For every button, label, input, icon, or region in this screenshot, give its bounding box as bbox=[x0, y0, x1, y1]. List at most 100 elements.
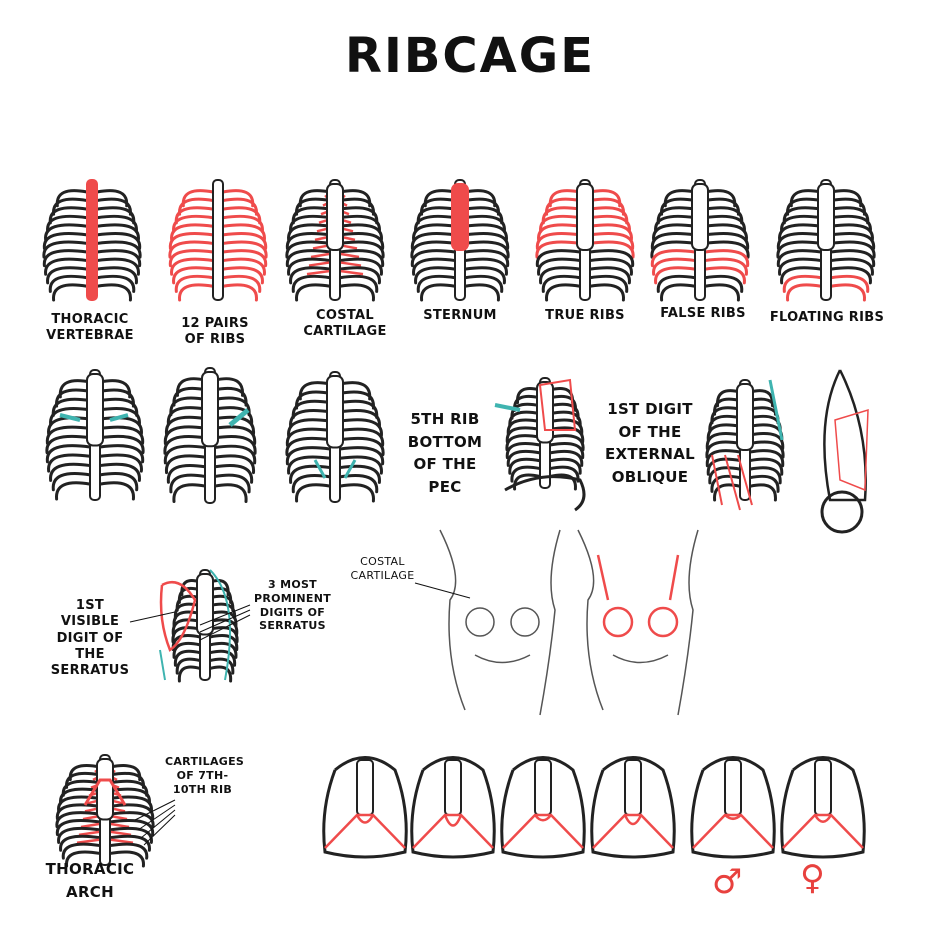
rib bbox=[829, 266, 872, 285]
thorax-oval-5 bbox=[690, 756, 776, 859]
rib bbox=[748, 431, 785, 451]
rib bbox=[778, 257, 823, 276]
rib bbox=[95, 214, 138, 233]
rib bbox=[221, 274, 262, 293]
rib bbox=[174, 274, 215, 293]
rib bbox=[705, 440, 742, 459]
rib bbox=[506, 418, 542, 436]
sternum bbox=[96, 758, 114, 821]
rib bbox=[108, 850, 145, 868]
rib bbox=[338, 427, 385, 447]
rib bbox=[95, 274, 136, 293]
breast bbox=[602, 606, 634, 638]
rib bbox=[289, 266, 332, 285]
latissimus-outline bbox=[159, 569, 231, 681]
rib bbox=[748, 466, 782, 485]
rib bbox=[46, 214, 89, 233]
rib bbox=[703, 214, 746, 233]
rib bbox=[338, 231, 385, 251]
rib bbox=[588, 266, 631, 285]
costal-cartilage bbox=[76, 838, 100, 844]
label-false-ribs: FALSE RIBS bbox=[660, 306, 746, 321]
rib bbox=[703, 249, 750, 268]
ribcage-thoracic-arch bbox=[55, 754, 155, 868]
teal-arrow-icon bbox=[228, 408, 250, 427]
costal-cartilage bbox=[340, 252, 360, 259]
rib bbox=[98, 416, 143, 436]
leader-line bbox=[414, 582, 471, 599]
thoracic-arch bbox=[83, 778, 127, 806]
rib bbox=[98, 462, 141, 482]
rib bbox=[49, 462, 92, 482]
rib bbox=[108, 819, 155, 837]
rib bbox=[168, 231, 215, 251]
ribcage-outline bbox=[590, 756, 676, 859]
rib bbox=[213, 473, 251, 494]
rib bbox=[55, 819, 102, 837]
rib bbox=[829, 214, 872, 233]
ribcage-outline bbox=[500, 756, 586, 859]
rib bbox=[338, 240, 385, 259]
rib bbox=[49, 407, 92, 427]
rib bbox=[208, 610, 238, 628]
torso-side-profile bbox=[823, 369, 867, 502]
rib bbox=[213, 406, 254, 426]
rib bbox=[338, 446, 385, 466]
sternum bbox=[576, 183, 594, 251]
rib bbox=[654, 266, 697, 285]
ribcage-sternum bbox=[410, 179, 510, 302]
rib bbox=[778, 223, 823, 242]
rib bbox=[505, 426, 542, 444]
costal-cartilage bbox=[110, 814, 128, 821]
rib bbox=[98, 481, 135, 501]
rib bbox=[412, 223, 457, 242]
rib bbox=[652, 257, 697, 276]
rib bbox=[170, 257, 215, 276]
thoracic-arch-line bbox=[474, 654, 531, 664]
shoulder-contour bbox=[504, 475, 586, 512]
rib bbox=[535, 249, 582, 268]
rib bbox=[338, 257, 383, 276]
costal-arch bbox=[692, 813, 774, 849]
rib bbox=[44, 223, 89, 242]
rib bbox=[548, 442, 585, 460]
rib bbox=[291, 399, 332, 419]
rib bbox=[48, 274, 89, 293]
ribcage-side-view bbox=[163, 367, 257, 504]
rib bbox=[166, 406, 207, 426]
serratus-outline bbox=[768, 379, 784, 441]
rib bbox=[510, 465, 542, 483]
rib bbox=[338, 436, 385, 457]
rib bbox=[748, 449, 785, 468]
rib bbox=[420, 283, 457, 302]
label-costal-cartilage-torso: COSTAL CARTILAGE bbox=[350, 555, 415, 582]
label-sternum: STERNUM bbox=[423, 308, 497, 323]
label-floating-ribs: FLOATING RIBS bbox=[769, 310, 885, 325]
sternum bbox=[536, 381, 554, 444]
label-first-serratus-digit: 1ST VISIBLE DIGIT OF THE SERRATUS bbox=[50, 598, 130, 678]
rib bbox=[95, 231, 142, 251]
rib bbox=[414, 266, 457, 285]
sternum bbox=[814, 759, 832, 816]
rib bbox=[708, 466, 742, 485]
rib bbox=[98, 472, 139, 492]
rib bbox=[169, 473, 207, 494]
rib bbox=[650, 231, 697, 251]
sternum bbox=[201, 371, 219, 448]
label-12-pairs-of-ribs: 12 PAIRS OF RIBS bbox=[181, 316, 249, 348]
rib bbox=[537, 223, 582, 242]
rib bbox=[178, 283, 215, 302]
costal-arch bbox=[324, 813, 406, 849]
rib bbox=[652, 223, 697, 242]
rib bbox=[545, 283, 582, 302]
sternum bbox=[624, 759, 642, 816]
sternum bbox=[444, 759, 462, 816]
rib bbox=[588, 283, 625, 302]
rib bbox=[163, 444, 207, 465]
rib bbox=[829, 240, 876, 259]
costal-cartilage bbox=[110, 822, 130, 829]
rib bbox=[703, 266, 746, 285]
rib bbox=[780, 214, 823, 233]
rib bbox=[829, 223, 874, 242]
